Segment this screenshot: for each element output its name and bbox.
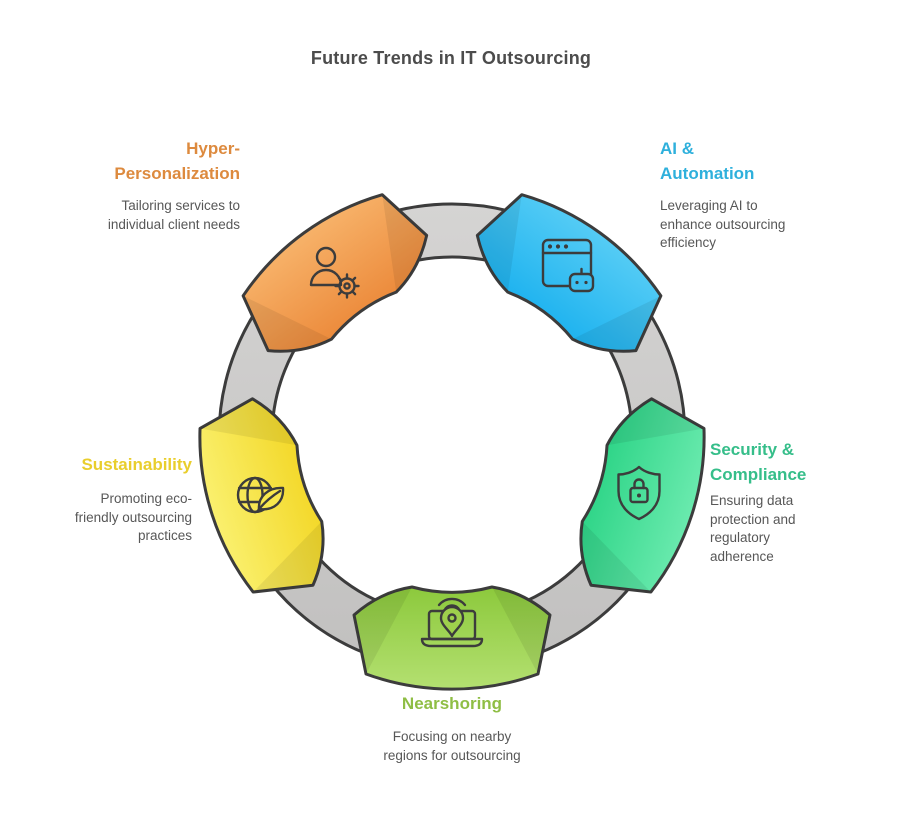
heading-line: Nearshoring bbox=[401, 694, 503, 713]
heading-line: Hyper- bbox=[186, 139, 240, 158]
heading-line: Automation bbox=[660, 164, 755, 183]
label-sustainability: Sustainability Promoting eco-friendly ou… bbox=[22, 452, 192, 546]
segment-description: Ensuring data protection and regulatory … bbox=[710, 493, 796, 564]
heading-line: AI & bbox=[660, 139, 694, 158]
segment-description: Promoting eco-friendly outsourcing pract… bbox=[74, 491, 192, 543]
segment-description: Tailoring services to individual client … bbox=[107, 198, 240, 232]
segment-ai-automation bbox=[475, 193, 663, 353]
shield-lock-icon bbox=[617, 465, 661, 521]
segment-description: Leveraging AI to enhance outsourcing eff… bbox=[660, 198, 786, 250]
heading-line: Compliance bbox=[710, 465, 807, 484]
page-title: Future Trends in IT Outsourcing bbox=[310, 48, 592, 68]
label-security-compliance: Security & Compliance Ensuring data prot… bbox=[710, 437, 850, 566]
user-gear-icon bbox=[309, 246, 360, 299]
laptop-location-pin-icon bbox=[420, 597, 484, 648]
label-nearshoring: Nearshoring Focusing on nearby regions f… bbox=[352, 691, 552, 765]
segment-description: Focusing on nearby regions for outsourci… bbox=[383, 729, 521, 763]
browser-robot-icon bbox=[541, 238, 595, 293]
label-ai-automation: AI & Automation Leveraging AI to enhance… bbox=[660, 136, 830, 253]
heading-line: Sustainability bbox=[81, 455, 192, 474]
segment-security-compliance bbox=[579, 397, 706, 594]
segment-heading: Nearshoring bbox=[352, 691, 552, 716]
label-hyper-personalization: Hyper- Personalization Tailoring service… bbox=[70, 136, 240, 234]
segment-heading: AI & Automation bbox=[660, 136, 830, 186]
segment-heading: Hyper- Personalization bbox=[70, 136, 240, 186]
globe-leaf-icon bbox=[236, 476, 285, 514]
heading-line: Security & bbox=[710, 440, 795, 459]
segment-heading: Sustainability bbox=[22, 452, 192, 477]
segment-heading: Security & Compliance bbox=[710, 437, 850, 487]
heading-line: Personalization bbox=[114, 164, 240, 183]
